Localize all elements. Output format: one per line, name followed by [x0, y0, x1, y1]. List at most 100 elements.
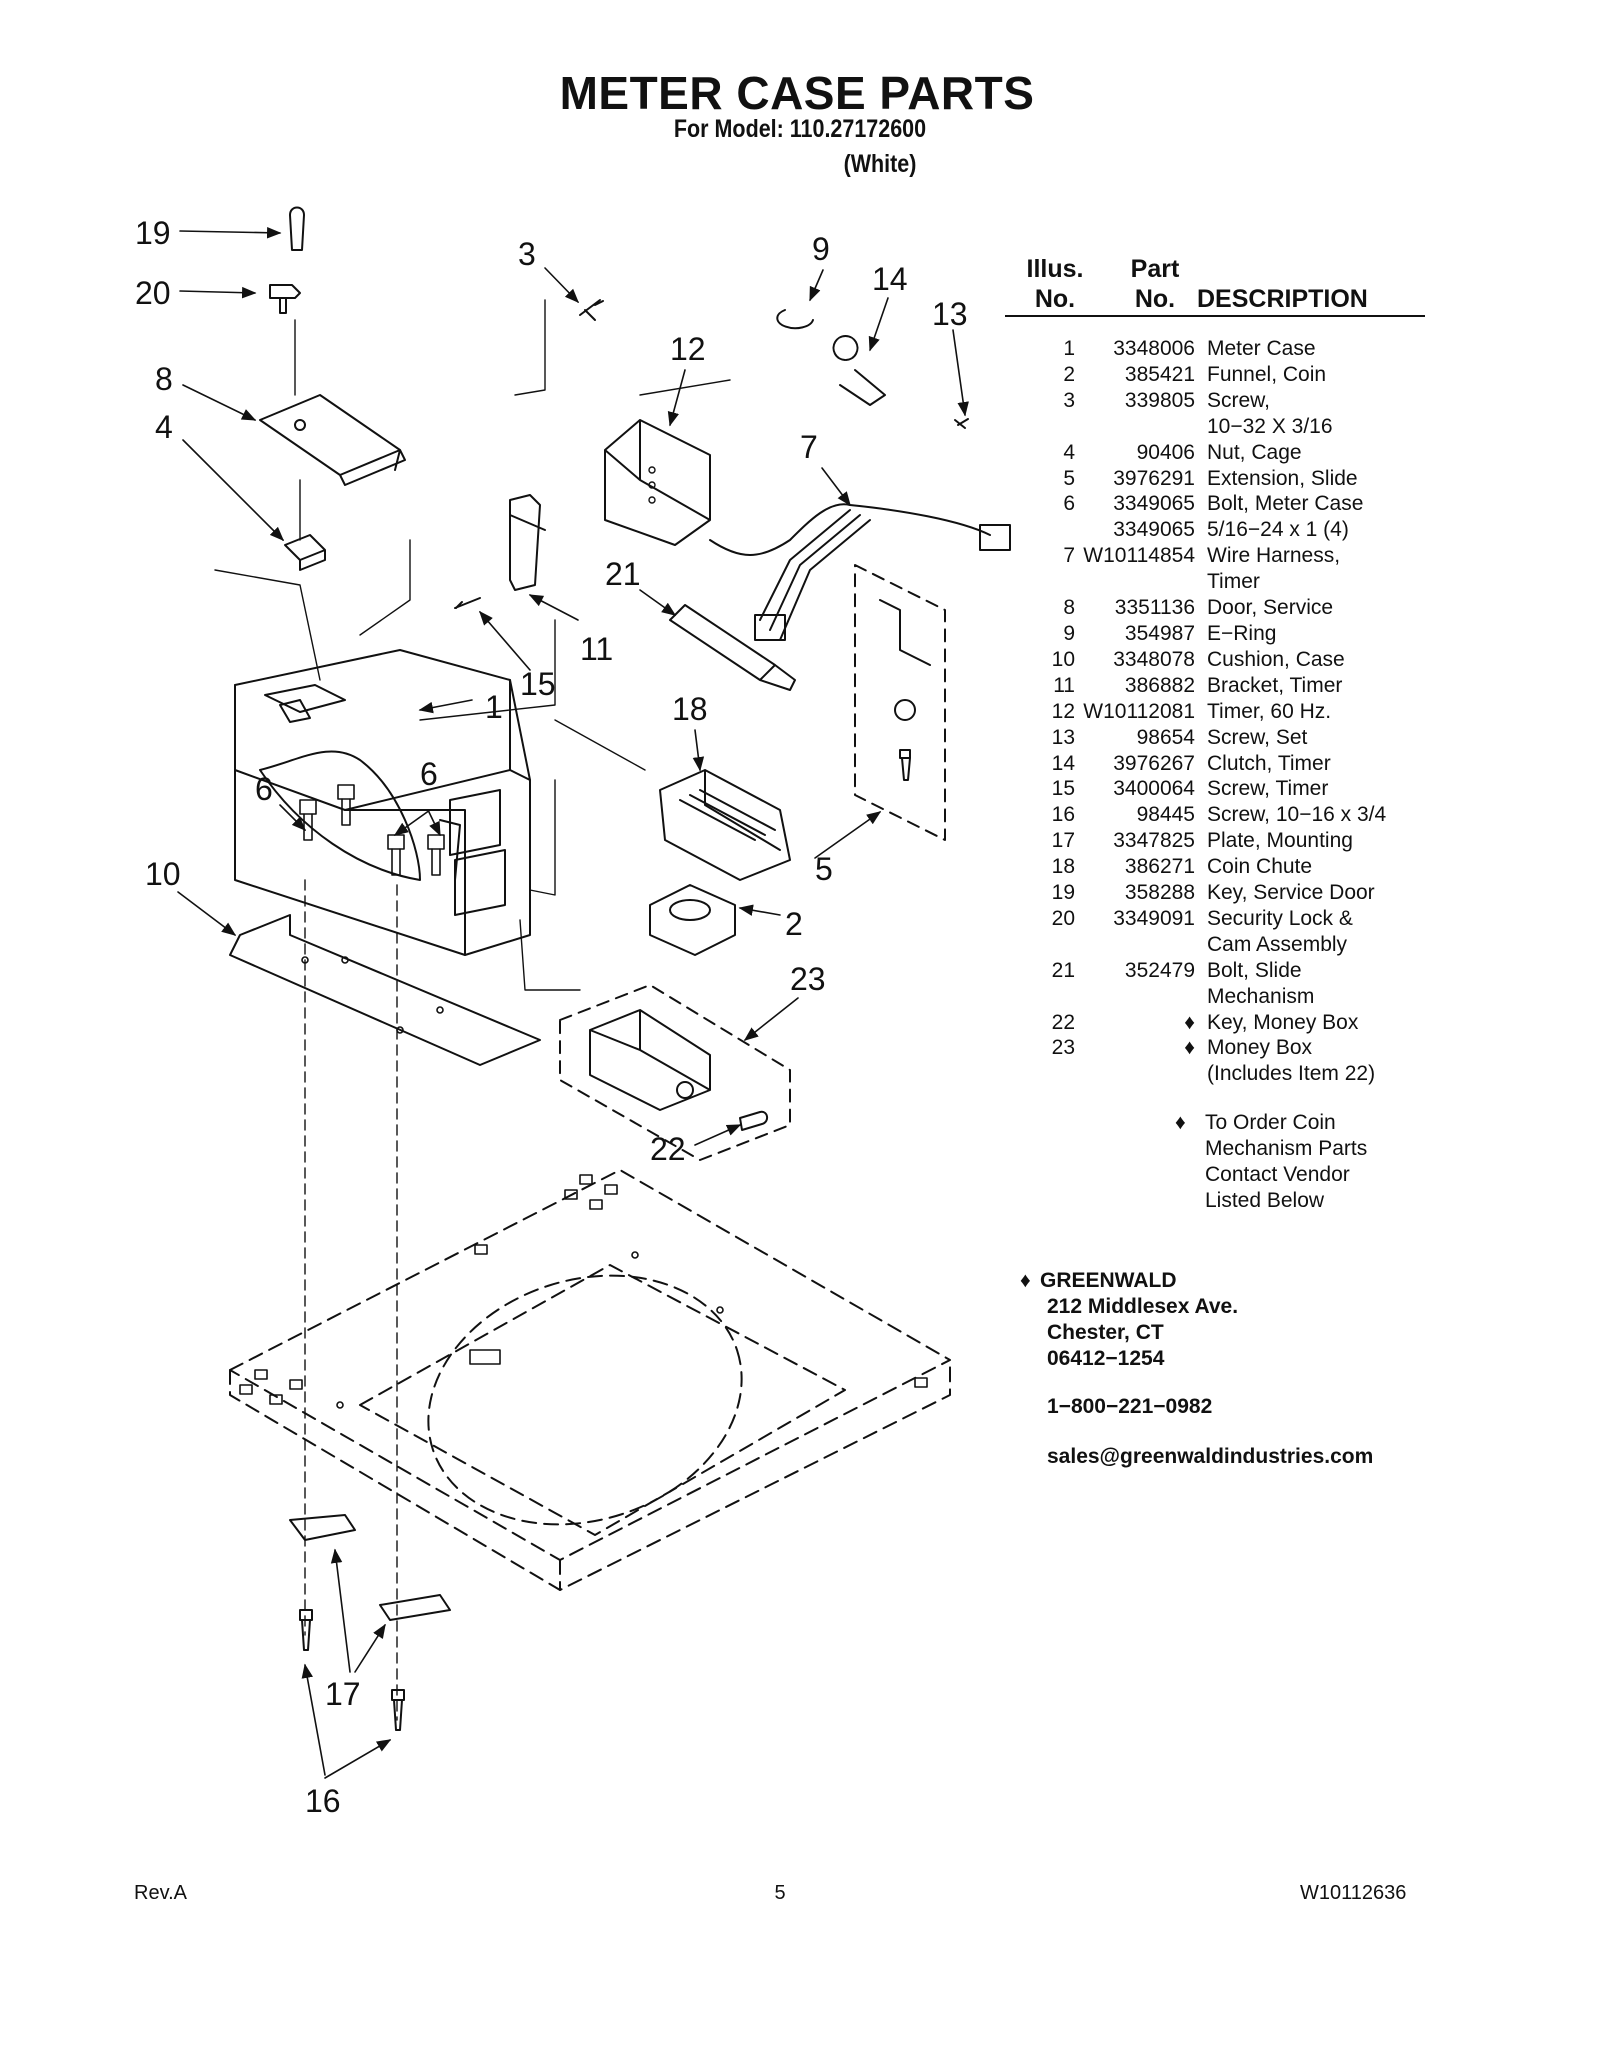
header-part-line2: No. — [1134, 285, 1176, 313]
vendor-phone: 1−800−221−0982 — [1047, 1395, 1213, 1418]
callout-2: 2 — [785, 906, 803, 942]
security-lock — [269, 284, 301, 314]
illus-no-cell: 3 — [1063, 388, 1075, 412]
vendor-block: ♦ GREENWALD 212 Middlesex Ave. Chester, … — [1020, 1268, 1238, 1372]
header-description: DESCRIPTION — [1197, 285, 1368, 313]
illus-no-cell: 1 — [1063, 337, 1075, 360]
description-line: Wire Harness, — [1207, 544, 1341, 568]
description-line: Coin Chute — [1207, 855, 1313, 879]
extension-slide — [854, 564, 946, 841]
description-line: Screw, — [1207, 388, 1271, 412]
header-part-line1: Part — [1130, 255, 1180, 283]
callout-3: 3 — [518, 236, 536, 272]
footer-page-number: 5 — [774, 1882, 786, 1904]
illus-no-cell: 10 — [1051, 647, 1075, 671]
part-no-cell: 3976291 — [1113, 466, 1195, 490]
note-line: Contact Vendor — [1205, 1162, 1350, 1186]
illus-no-cell: 23 — [1051, 1036, 1075, 1060]
description-line: Key, Service Door — [1207, 881, 1375, 905]
description-line: Clutch, Timer — [1207, 751, 1331, 775]
part-no-cell: 3976267 — [1113, 751, 1195, 775]
description-line: Screw, 10−16 x 3/4 — [1207, 803, 1387, 827]
description-line: E−Ring — [1207, 621, 1277, 645]
description-cell: Funnel, Coin — [1207, 362, 1440, 388]
description-line: Cam Assembly — [1207, 932, 1348, 956]
description-line: Bracket, Timer — [1207, 673, 1343, 697]
part-no-cell: 386271 — [1124, 855, 1195, 879]
illus-no-cell: 15 — [1051, 777, 1075, 801]
callout-19: 19 — [135, 215, 171, 251]
callout-12: 12 — [670, 331, 706, 367]
timer — [604, 419, 711, 546]
description-cell: Screw,10−32 X 3/16 — [1207, 388, 1440, 440]
description-cell: Nut, Cage — [1207, 440, 1440, 466]
diamond-icon: ♦ — [1175, 1111, 1186, 1134]
vendor-address1: 212 Middlesex Ave. — [1047, 1294, 1239, 1318]
callout-arrows — [177, 226, 969, 1779]
support-dash-lines — [304, 879, 398, 1721]
part-no-cell: 354987 — [1124, 621, 1195, 645]
screw-15 — [454, 597, 481, 609]
screw-16-right — [391, 1689, 405, 1731]
table-row: 22♦Key, Money Box — [1000, 1010, 1440, 1036]
clutch-timer — [832, 335, 886, 406]
part-no-cell: 3400064 — [1113, 777, 1195, 801]
description-line: Extension, Slide — [1207, 466, 1358, 490]
part-no-cell: 3347825 — [1113, 829, 1195, 853]
color-line: (White) — [843, 150, 917, 178]
description-line: Money Box — [1207, 1036, 1313, 1060]
illus-no-cell: 20 — [1051, 906, 1075, 930]
description-cell: Key, Service Door — [1207, 880, 1440, 906]
part-no-cell: 352479 — [1124, 958, 1195, 982]
money-box-key — [739, 1110, 768, 1131]
part-no-cell: 3351136 — [1114, 596, 1195, 620]
illus-no-cell: 9 — [1063, 621, 1075, 645]
vendor-name: GREENWALD — [1040, 1269, 1177, 1292]
description-line: Nut, Cage — [1207, 440, 1302, 464]
callout-20: 20 — [135, 275, 171, 311]
bolt-6 — [299, 784, 445, 876]
description-cell: Bolt, Meter Case — [1207, 491, 1440, 517]
part-no-cell: 98445 — [1136, 803, 1195, 827]
description-cell: Door, Service — [1207, 595, 1440, 621]
part-no-cell: 386882 — [1124, 673, 1195, 697]
slide-bolt — [669, 604, 796, 691]
description-cell: Cushion, Case — [1207, 647, 1440, 673]
note-line: Mechanism Parts — [1205, 1136, 1368, 1160]
part-no-cell: 90406 — [1136, 440, 1195, 464]
description-line: Bolt, Slide — [1207, 958, 1302, 982]
set-screw — [954, 418, 969, 429]
callout-8: 8 — [155, 361, 173, 397]
callout-6-left: 6 — [255, 771, 273, 807]
callout-14: 14 — [872, 261, 908, 297]
description-cell: Coin Chute — [1207, 854, 1440, 880]
callout-18: 18 — [672, 691, 708, 727]
header-illus-line1: Illus. — [1026, 255, 1084, 283]
description-cell: Extension, Slide — [1207, 466, 1440, 492]
part-no-cell: 98654 — [1136, 725, 1195, 749]
cage-nut — [284, 534, 326, 571]
description-line: 5/16−24 x 1 (4) — [1207, 518, 1349, 542]
coin-funnel — [649, 884, 736, 956]
description-line: Screw, Set — [1207, 725, 1308, 749]
base-plate-holes — [239, 1174, 928, 1409]
part-no-cell: ♦ — [1184, 1036, 1195, 1060]
description-line: 10−32 X 3/16 — [1207, 414, 1333, 438]
callout-21: 21 — [605, 556, 641, 592]
part-no-cell: 358288 — [1124, 881, 1195, 905]
description-line: Funnel, Coin — [1207, 362, 1327, 386]
screw-3 — [579, 299, 604, 321]
